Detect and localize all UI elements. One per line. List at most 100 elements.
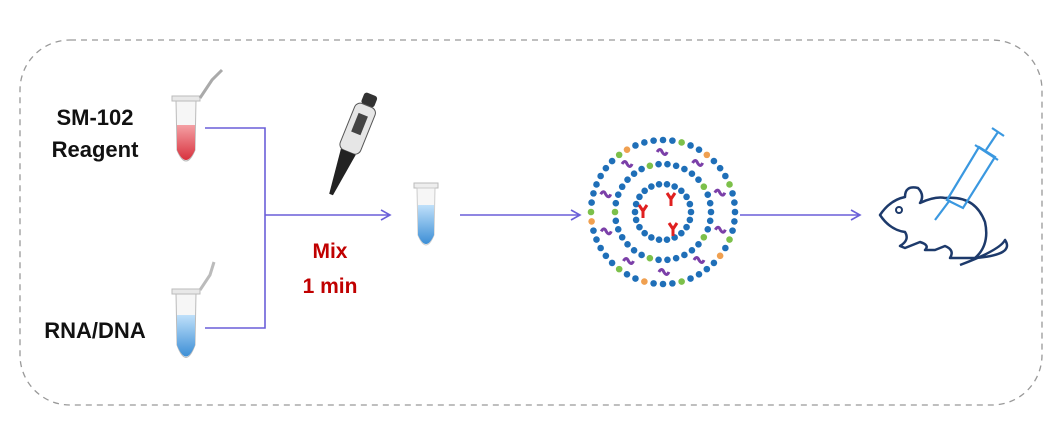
lipid-head <box>722 172 729 180</box>
lipid-head <box>632 216 640 224</box>
lipid-head <box>636 223 643 231</box>
lipid-head <box>590 227 597 234</box>
lipid-head <box>681 251 688 259</box>
lipid-head <box>593 236 600 243</box>
rna-dna-label: RNA/DNA <box>44 318 146 343</box>
lipid-head <box>648 183 655 190</box>
lipid-head <box>687 208 695 216</box>
lipid-head <box>655 236 663 244</box>
lipid-head <box>615 151 623 159</box>
cargo-molecule <box>637 204 649 218</box>
lipid-head <box>695 241 702 248</box>
nucleic-acid-strand <box>599 190 613 199</box>
rna-dna-tube-icon <box>171 261 216 358</box>
lipid-head <box>731 199 738 206</box>
lipid-head <box>706 199 714 207</box>
lipid-head <box>641 187 648 195</box>
lipid-head <box>618 233 626 241</box>
lipid-head <box>597 244 604 252</box>
pipette-icon <box>329 92 378 196</box>
lipid-head <box>687 142 694 149</box>
lipid-head <box>641 139 648 146</box>
lipid-head <box>597 172 604 180</box>
lipid-head <box>612 217 620 225</box>
lipid-head <box>678 187 685 195</box>
lipid-head <box>686 200 694 208</box>
lipid-head <box>710 157 718 165</box>
lipid-head <box>611 208 619 216</box>
lipid-head <box>681 165 688 173</box>
lipid-head <box>612 199 620 207</box>
lipid-nanoparticle-icon <box>587 136 739 288</box>
mixed-tube-icon <box>413 182 439 246</box>
lipid-head <box>587 208 595 216</box>
lipid-head <box>704 191 712 198</box>
lipid-head <box>716 252 724 260</box>
lipid-head <box>655 256 662 264</box>
lipid-head <box>646 254 654 262</box>
lipid-head <box>646 162 654 170</box>
reagent-tube-icon <box>171 68 224 162</box>
lipid-head <box>614 226 622 233</box>
lipid-head <box>683 193 690 201</box>
mix-label-line2: 1 min <box>302 275 358 298</box>
lipid-head <box>632 200 640 208</box>
lipid-head <box>630 247 638 254</box>
reagent-label-line1: SM-102 <box>56 105 134 130</box>
nucleic-acid-strand <box>620 160 634 168</box>
lipid-head <box>638 165 645 173</box>
lipid-head <box>707 208 715 216</box>
lipid-head <box>618 183 626 191</box>
merge-connector <box>205 127 266 329</box>
nucleic-acid-strand <box>622 257 635 265</box>
nucleic-acid-strand <box>599 227 613 236</box>
syringe-icon <box>934 127 1005 221</box>
reagent-label-line2: Reagent <box>51 137 139 162</box>
lipid-head <box>588 199 595 206</box>
lipid-head <box>710 259 718 267</box>
lipid-head <box>695 271 703 278</box>
lipid-head <box>608 157 616 165</box>
lipid-head <box>655 160 662 168</box>
lipid-head <box>650 280 657 287</box>
lipid-head <box>695 176 702 183</box>
cargo-molecule <box>667 222 679 236</box>
lipid-head <box>623 146 631 153</box>
lipid-head <box>632 275 639 282</box>
nucleic-acid-strand <box>714 225 727 234</box>
lipid-head <box>631 208 639 216</box>
lipid-head <box>731 218 738 225</box>
lipid-head <box>664 256 671 264</box>
lipid-head <box>700 183 708 191</box>
lipid-head <box>731 208 739 216</box>
mouse-injection-icon <box>878 127 1009 267</box>
lipid-head <box>638 251 645 259</box>
lipid-head <box>624 241 631 248</box>
lipid-head <box>688 170 696 177</box>
lipid-head <box>632 142 639 149</box>
mix-label: Mix 1 min <box>290 234 370 304</box>
cargo-molecule <box>665 192 677 206</box>
lipid-head <box>614 191 622 198</box>
lipid-head <box>590 190 597 197</box>
lipid-head <box>729 190 736 197</box>
lipid-head <box>641 278 648 285</box>
mix-label-line1: Mix <box>312 240 348 263</box>
lipid-head <box>686 216 694 224</box>
lipid-head <box>726 181 733 188</box>
lipid-head <box>663 180 671 188</box>
lipid-head <box>615 265 623 273</box>
lipid-head <box>688 247 696 254</box>
lipid-head <box>726 236 733 243</box>
lipid-head <box>678 229 685 237</box>
reagent-label: SM-102 Reagent <box>40 102 150 166</box>
dashed-frame <box>19 39 1043 406</box>
lipid-head <box>672 162 680 170</box>
lipid-head <box>659 136 667 144</box>
lipid-head <box>602 252 610 260</box>
nucleic-acid-strand <box>657 268 671 276</box>
lipid-head <box>671 183 678 190</box>
lipid-head <box>588 218 595 225</box>
nucleic-acid-strand <box>655 148 669 156</box>
